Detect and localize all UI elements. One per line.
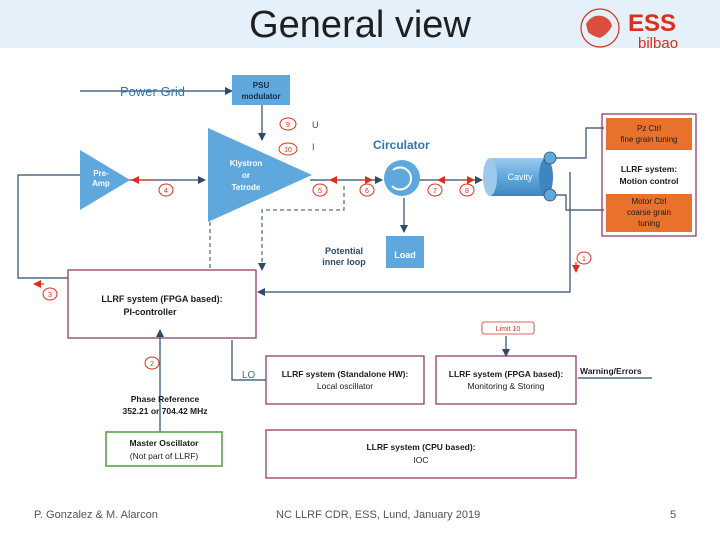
inner-loop-label-2: inner loop bbox=[322, 257, 366, 267]
marker-3-label: 3 bbox=[48, 292, 52, 299]
pi-controller-label-1: LLRF system (FPGA based): bbox=[101, 294, 222, 304]
small-tag bbox=[481, 321, 535, 335]
marker-7-label: 7 bbox=[433, 188, 437, 195]
motion-control-label-2: Motion control bbox=[619, 176, 678, 186]
pre-amp-triangle bbox=[80, 150, 130, 210]
circulator-circle bbox=[384, 160, 420, 196]
pre-amp-label-1: Pre- bbox=[93, 169, 109, 178]
marker-10 bbox=[278, 142, 298, 156]
footer-authors: P. Gonzalez & M. Alarcon bbox=[34, 509, 158, 521]
pi-controller-label-2: PI-controller bbox=[123, 307, 177, 317]
motor-ctrl-box bbox=[606, 194, 692, 232]
marker-1-label: 1 bbox=[582, 256, 586, 263]
marker-10-label: 10 bbox=[284, 147, 292, 154]
circulator-label: Circulator bbox=[373, 138, 430, 152]
marker-4 bbox=[158, 183, 174, 197]
phase-ref-label-1: Phase Reference bbox=[131, 394, 200, 404]
local-osc-label-1: LLRF system (Standalone HW): bbox=[282, 369, 409, 379]
load-box bbox=[386, 236, 424, 268]
warnings-label: Warning/Errors bbox=[580, 366, 642, 376]
i-label: I bbox=[312, 142, 315, 152]
cavity-port-bottom bbox=[543, 188, 557, 202]
power-grid-label: Power Grid bbox=[120, 84, 185, 99]
monitoring-label-1: LLRF system (FPGA based): bbox=[449, 369, 564, 379]
footer-page-number: 5 bbox=[670, 509, 677, 521]
marker-2-label: 2 bbox=[150, 361, 154, 368]
marker-5 bbox=[312, 183, 328, 197]
ioc-label-1: LLRF system (CPU based): bbox=[366, 442, 475, 452]
u-label: U bbox=[312, 120, 319, 130]
red-arrows bbox=[33, 176, 580, 288]
motion-control-frame bbox=[601, 113, 697, 237]
ess-bilbao-logo: ESS bilbao bbox=[578, 4, 708, 54]
marker-labels: 1 2 3 4 5 6 7 8 9 10 bbox=[48, 122, 586, 368]
marker-2 bbox=[144, 356, 160, 370]
klystron-label-2: or bbox=[242, 171, 250, 180]
psu-modulator-box bbox=[232, 75, 290, 105]
monitoring-label-2: Monitoring & Storing bbox=[467, 381, 544, 391]
ioc-box bbox=[265, 429, 577, 479]
cavity-left-end bbox=[483, 158, 497, 196]
circulator-arrow-icon bbox=[391, 166, 412, 191]
logo-globe-icon bbox=[580, 8, 620, 48]
klystron-label-3: Tetrode bbox=[232, 183, 261, 192]
load-label: Load bbox=[394, 250, 416, 260]
phase-ref-label-2: 352.21 or 704.42 MHz bbox=[122, 406, 207, 416]
pi-controller-box bbox=[67, 269, 257, 339]
marker-8 bbox=[459, 183, 475, 197]
motor-ctrl-label-2: coarse grain bbox=[627, 208, 671, 217]
cavity-right-end bbox=[539, 158, 553, 196]
svg-text:bilbao: bilbao bbox=[638, 35, 678, 52]
motor-ctrl-label-1: Motor Ctrl bbox=[631, 197, 666, 206]
marker-3 bbox=[42, 287, 58, 301]
pz-ctrl-box bbox=[606, 118, 692, 150]
master-osc-label-2: (Not part of LLRF) bbox=[130, 451, 199, 461]
motor-ctrl-label-3: tuning bbox=[638, 219, 660, 228]
local-oscillator-box bbox=[265, 355, 425, 405]
lo-label: LO bbox=[242, 370, 256, 381]
small-tag-label: Limit 10 bbox=[496, 326, 521, 333]
monitoring-box bbox=[435, 355, 577, 405]
footer-event: NC LLRF CDR, ESS, Lund, January 2019 bbox=[276, 509, 481, 521]
pre-amp-label-2: Amp bbox=[92, 179, 110, 188]
svg-text:ESS: ESS bbox=[628, 10, 676, 37]
marker-9-label: 9 bbox=[286, 122, 290, 129]
marker-4-label: 4 bbox=[164, 188, 168, 195]
connection-lines bbox=[17, 87, 652, 432]
klystron-label-1: Klystron bbox=[230, 159, 263, 168]
markers bbox=[42, 117, 592, 370]
master-oscillator-box bbox=[105, 431, 223, 467]
cavity-body bbox=[490, 158, 546, 196]
marker-6-label: 6 bbox=[365, 188, 369, 195]
marker-5-label: 5 bbox=[318, 188, 322, 195]
marker-7 bbox=[427, 183, 443, 197]
marker-6 bbox=[359, 183, 375, 197]
klystron-triangle bbox=[208, 128, 312, 222]
marker-1 bbox=[576, 251, 592, 265]
marker-8-label: 8 bbox=[465, 188, 469, 195]
motion-control-label-1: LLRF system: bbox=[621, 164, 677, 174]
pz-ctrl-label-1: Pz Ctrl bbox=[637, 124, 661, 133]
cavity-port-top bbox=[543, 151, 557, 165]
psu-label-1: PSU bbox=[253, 81, 270, 90]
slide-title: General view bbox=[249, 4, 471, 46]
pz-ctrl-label-2: fine grain tuning bbox=[621, 135, 678, 144]
inner-loop-label-1: Potential bbox=[325, 246, 363, 256]
ess-bilbao-logo-graphic: ESS bilbao bbox=[580, 8, 678, 52]
ioc-label-2: IOC bbox=[413, 455, 428, 465]
cavity-label: Cavity bbox=[507, 172, 533, 182]
psu-label-2: modulator bbox=[241, 92, 280, 101]
master-osc-label-1: Master Oscillator bbox=[130, 438, 200, 448]
local-osc-label-2: Local oscillator bbox=[317, 381, 373, 391]
marker-9 bbox=[279, 117, 297, 131]
